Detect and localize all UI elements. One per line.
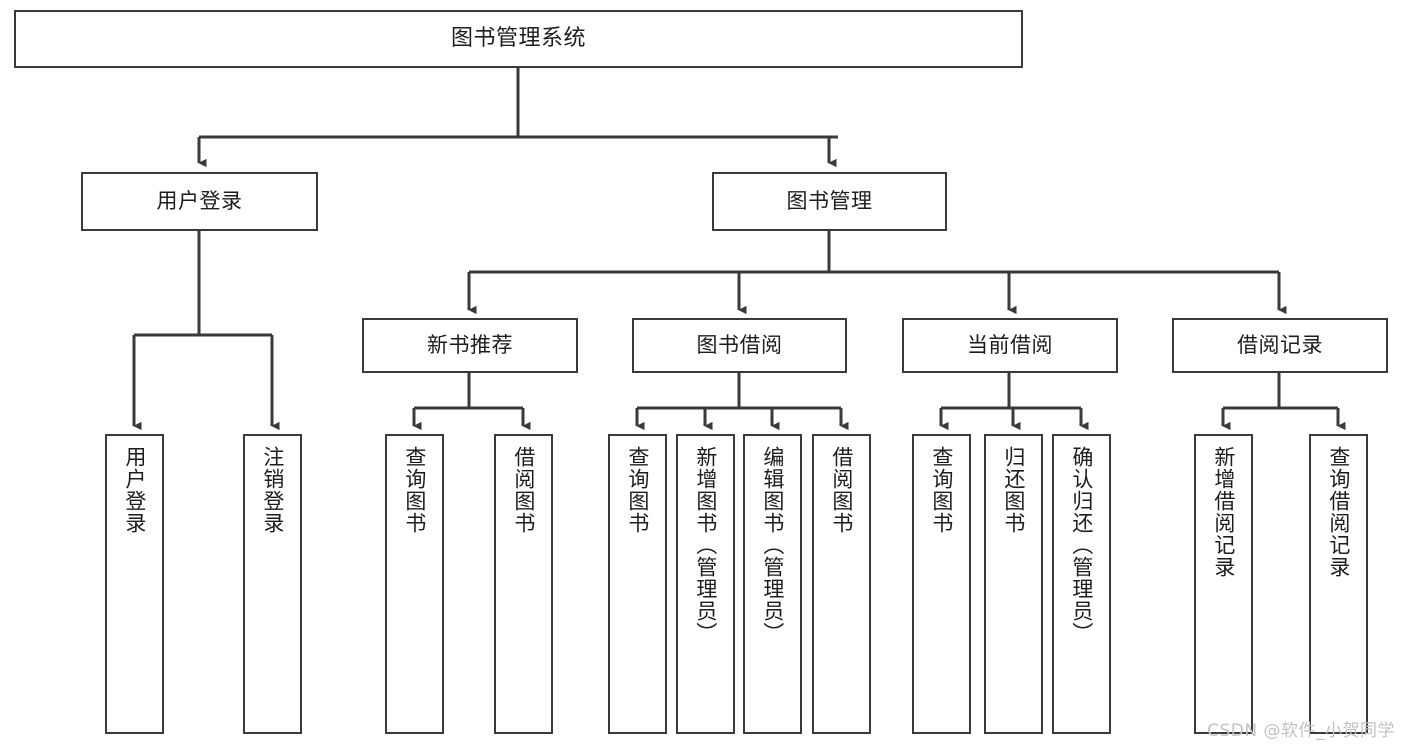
node-label: 查询图书 xyxy=(625,446,650,534)
node-book-manage[interactable]: 图书管理 xyxy=(712,172,947,231)
node-root-system[interactable]: 图书管理系统 xyxy=(14,10,1023,68)
node-label: 图书管理 xyxy=(786,189,873,214)
node-leaf-edit-book[interactable]: 编辑图书（管理员） xyxy=(743,434,802,734)
node-label: 用户登录 xyxy=(156,189,243,214)
node-label: 图书借阅 xyxy=(696,333,783,358)
node-leaf-query-record[interactable]: 查询借阅记录 xyxy=(1309,434,1368,734)
node-label: 图书管理系统 xyxy=(450,26,586,52)
node-label: 查询图书 xyxy=(402,446,427,534)
node-label: 借阅记录 xyxy=(1237,333,1323,358)
node-label: 查询图书 xyxy=(929,446,954,534)
node-leaf-return-book[interactable]: 归还图书 xyxy=(984,434,1043,734)
node-label: 借阅图书 xyxy=(511,446,536,534)
node-label: 新增借阅记录 xyxy=(1211,446,1236,578)
node-leaf-confirm-return[interactable]: 确认归还（管理员） xyxy=(1052,434,1111,734)
node-leaf-query-book-3[interactable]: 查询图书 xyxy=(912,434,971,734)
node-leaf-add-book[interactable]: 新增图书（管理员） xyxy=(676,434,735,734)
node-label: 用户登录 xyxy=(122,446,147,534)
node-leaf-query-book-1[interactable]: 查询图书 xyxy=(385,434,444,734)
node-leaf-borrow-book-1[interactable]: 借阅图书 xyxy=(494,434,553,734)
watermark: CSDN @软件_小贺同学 xyxy=(1207,721,1395,741)
node-leaf-add-record[interactable]: 新增借阅记录 xyxy=(1194,434,1253,734)
node-label: 新增图书（管理员） xyxy=(693,446,718,644)
node-label: 当前借阅 xyxy=(967,333,1053,358)
node-leaf-logout[interactable]: 注销登录 xyxy=(243,434,302,734)
node-leaf-user-login[interactable]: 用户登录 xyxy=(105,434,164,734)
node-new-book-rec[interactable]: 新书推荐 xyxy=(362,318,578,373)
node-borrow-record[interactable]: 借阅记录 xyxy=(1172,318,1388,373)
node-current-borrow[interactable]: 当前借阅 xyxy=(902,318,1118,373)
node-label: 确认归还（管理员） xyxy=(1069,446,1094,644)
node-label: 归还图书 xyxy=(1001,446,1026,534)
node-leaf-query-book-2[interactable]: 查询图书 xyxy=(608,434,667,734)
node-label: 借阅图书 xyxy=(829,446,854,534)
node-label: 新书推荐 xyxy=(427,333,513,358)
node-book-borrow[interactable]: 图书借阅 xyxy=(632,318,847,373)
node-leaf-borrow-book-2[interactable]: 借阅图书 xyxy=(812,434,871,734)
node-user-login[interactable]: 用户登录 xyxy=(81,172,318,231)
node-label: 注销登录 xyxy=(260,446,285,534)
node-label: 编辑图书（管理员） xyxy=(760,446,785,644)
node-label: 查询借阅记录 xyxy=(1326,446,1351,578)
